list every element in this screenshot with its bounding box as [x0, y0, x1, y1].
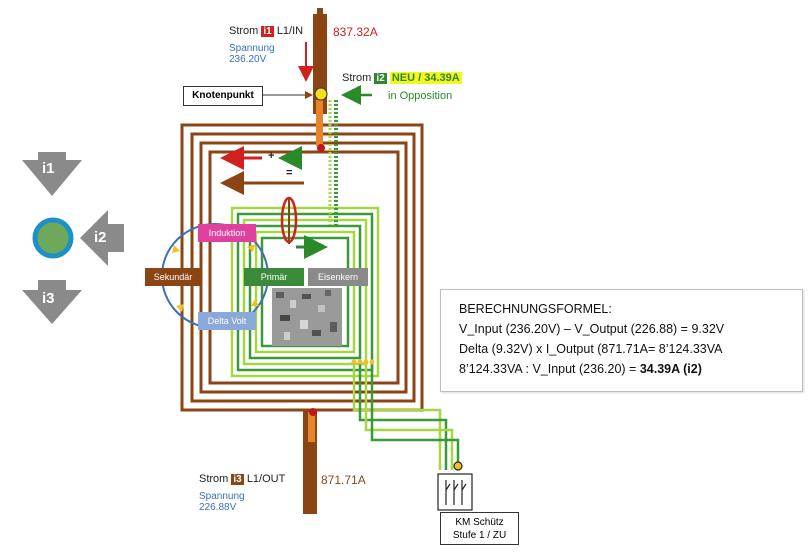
block-delta-volt: Delta Volt — [198, 312, 256, 330]
legend-i3-label: i3 — [42, 290, 55, 307]
input-current-label: Strom i1 L1/IN — [229, 25, 304, 37]
legend-node — [32, 217, 74, 259]
block-induktion: Induktion — [198, 224, 256, 242]
contactor-symbol — [437, 461, 473, 511]
node-dot — [314, 87, 328, 101]
formula-box: BERECHNUNGSFORMEL: V_Input (236.20V) – V… — [440, 289, 803, 392]
output-current-value: 871.71A — [321, 473, 366, 487]
formula-line-2: Delta (9.32V) x I_Output (871.71A= 8’124… — [459, 342, 723, 356]
legend-i1-arrow — [22, 152, 82, 196]
legend-i2-arrow — [80, 210, 124, 266]
block-primar: Primär — [244, 268, 304, 286]
legend-i2-label: i2 — [94, 229, 107, 246]
output-current-label: Strom i3 L1/OUT — [199, 473, 286, 485]
knotenpunkt-box: Knotenpunkt — [183, 86, 263, 106]
opposition-label: in Opposition — [388, 90, 453, 102]
i2-current-label: Strom i2 NEU / 34.39A — [342, 72, 462, 84]
equals-symbol: = — [286, 167, 293, 179]
formula-title: BERECHNUNGSFORMEL: — [459, 302, 612, 316]
formula-line-1: V_Input (236.20V) – V_Output (226.88) = … — [459, 322, 725, 336]
secondary-winding — [180, 123, 424, 412]
block-sekundar: Sekundär — [145, 268, 201, 286]
input-current-value: 837.32A — [333, 25, 378, 39]
formula-line-3: 8’124.33VA : V_Input (236.20) = 34.39A (… — [459, 362, 702, 376]
plus-symbol: + — [268, 150, 275, 162]
legend-i1-label: i1 — [42, 160, 55, 177]
block-eisenkern: Eisenkern — [308, 268, 368, 286]
legend-i3-arrow — [22, 280, 82, 324]
